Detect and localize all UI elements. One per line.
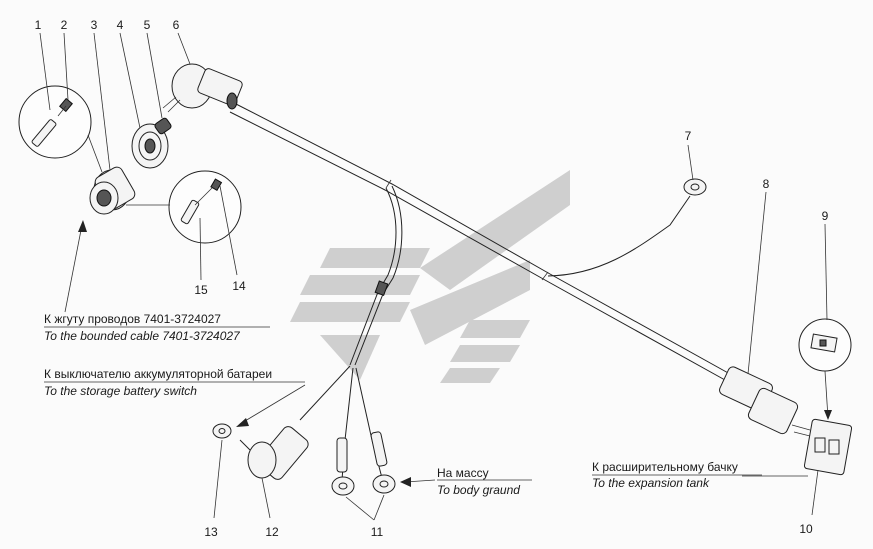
part-4-nut xyxy=(131,123,169,169)
main-cable xyxy=(229,103,731,381)
part-number-6: 6 xyxy=(173,18,180,32)
part-number-8: 8 xyxy=(763,177,770,191)
part-12-boot xyxy=(212,423,309,480)
note-battery-ru: К выключателю аккумуляторной батареи xyxy=(44,367,272,381)
part-11-ground-terminals xyxy=(331,431,396,496)
part-number-12: 12 xyxy=(265,525,279,539)
part-3-socket xyxy=(89,166,136,215)
note-ground-en: To body graund xyxy=(437,483,520,497)
part-number-2: 2 xyxy=(61,18,68,32)
note-harness-ru: К жгуту проводов 7401-3724027 xyxy=(44,312,221,326)
part-number-4: 4 xyxy=(117,18,124,32)
note-ground-ru: На массу xyxy=(437,466,489,480)
callout-arrows xyxy=(64,220,808,487)
detail-circle-9 xyxy=(798,318,852,372)
part-number-13: 13 xyxy=(204,525,218,539)
note-battery-en: To the storage battery switch xyxy=(44,384,197,398)
part-number-14: 14 xyxy=(232,279,246,293)
part-5-bushing xyxy=(154,117,172,135)
part-10-connector xyxy=(791,418,853,476)
detail-leader-2 xyxy=(87,134,103,173)
part-number-9: 9 xyxy=(822,209,829,223)
part-8-boot xyxy=(719,366,799,435)
part-number-1: 1 xyxy=(35,18,42,32)
part-number-15: 15 xyxy=(194,283,208,297)
detail-circle-socket-pin xyxy=(168,170,242,244)
part-number-10: 10 xyxy=(799,522,813,536)
branch-cable-down xyxy=(299,185,403,481)
arrow-head-9 xyxy=(824,410,832,420)
part-6-connector xyxy=(162,63,243,113)
note-harness-en: To the bounded cable 7401-3724027 xyxy=(44,329,241,343)
part-number-11: 11 xyxy=(371,525,384,539)
part-number-7: 7 xyxy=(685,129,692,143)
part-number-3: 3 xyxy=(91,18,98,32)
note-tank-ru: К расширительному бачку xyxy=(592,460,738,474)
number-leaders xyxy=(39,32,828,521)
branch-cable-7 xyxy=(547,178,707,277)
part-number-5: 5 xyxy=(144,18,151,32)
detail-circle-pin xyxy=(18,85,92,159)
note-tank-en: To the expansion tank xyxy=(592,476,710,490)
watermark-logo xyxy=(290,170,570,383)
